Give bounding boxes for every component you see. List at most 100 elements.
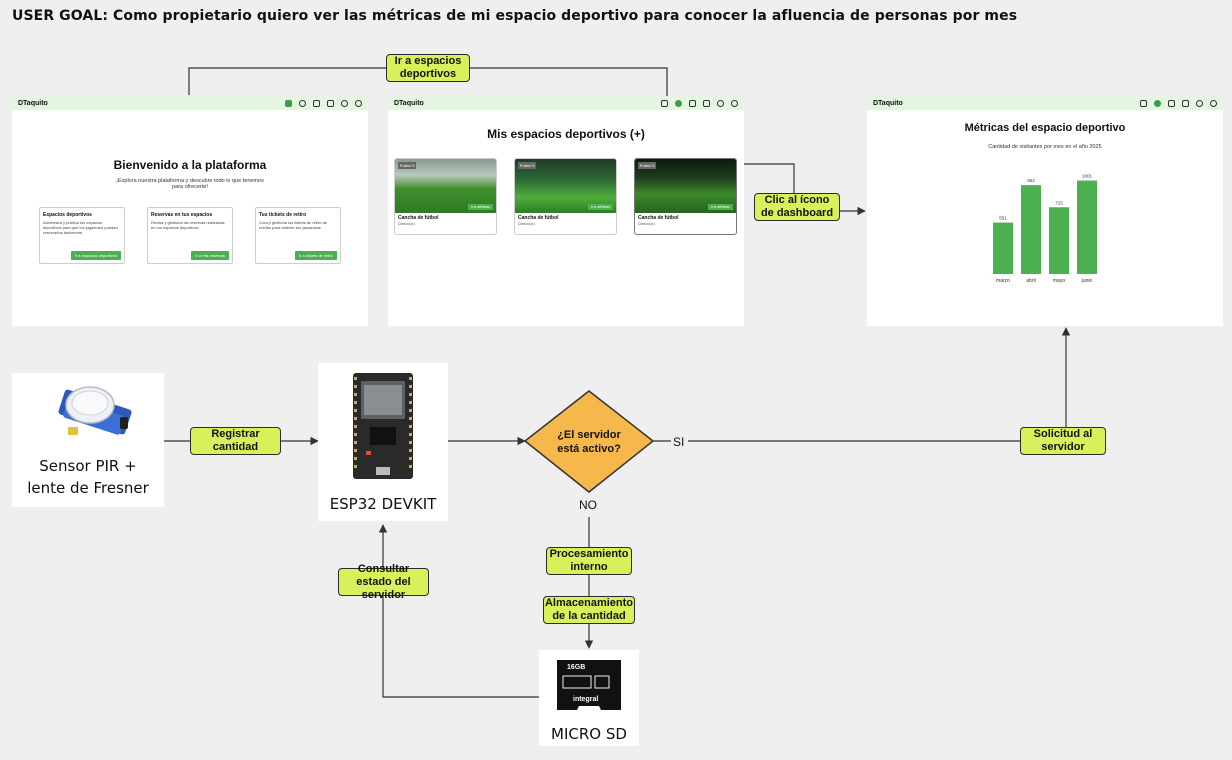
go-espacios-button[interactable]: Ir a espacios deportivos	[70, 251, 121, 260]
space-name: Cancha de fútbol	[518, 215, 559, 221]
chart-subtitle: Cantidad de visitantes por mes en el año…	[988, 144, 1102, 150]
field-photo: Futbol 5 Ir a métricas	[635, 159, 736, 213]
navbar: DTaquito	[12, 96, 368, 110]
bar-value-label: 952	[1027, 178, 1035, 183]
space-card[interactable]: Futbol 5 Ir a métricas Cancha de fútbol …	[514, 158, 617, 235]
go-reservas-button[interactable]: Ir a mis reservas	[191, 251, 229, 260]
card-desc: Revisa y gestiona las reservas realizada…	[151, 220, 225, 230]
calendar-icon[interactable]	[1168, 99, 1175, 107]
card-espacios: Espacios deportivos Administra y publica…	[39, 207, 125, 264]
go-tickets-button[interactable]: Ir a tickets de retiro	[294, 251, 337, 260]
decision-yes-label: SI	[673, 435, 685, 449]
card-title: Tus tickets de retiro	[259, 212, 307, 218]
space-name: Cancha de fútbol	[398, 215, 439, 221]
sd-capacity: 16GB	[567, 664, 586, 671]
home-icon[interactable]	[285, 99, 292, 107]
space-type-badge: Futbol 5	[398, 162, 417, 169]
ticket-icon[interactable]	[327, 99, 334, 107]
page-subtitle: ¡Explora nuestra plataforma y descubre t…	[116, 178, 264, 190]
space-address: Dirección	[638, 221, 655, 226]
space-card[interactable]: Futbol 5 Ir a métricas Cancha de fútbol …	[634, 158, 737, 235]
tag-clic-icono: Clic al ícono de dashboard	[754, 193, 840, 221]
brand-logo: DTaquito	[18, 99, 48, 107]
decision-no-label: NO	[579, 498, 597, 512]
home-icon[interactable]	[1140, 99, 1147, 107]
money-icon[interactable]	[717, 99, 724, 107]
decision-question: ¿El servidor está activo?	[557, 429, 621, 455]
ticket-icon[interactable]	[1182, 99, 1189, 107]
card-title: Espacios deportivos	[43, 212, 92, 218]
card-desc: Administra y publica tus espacios deport…	[43, 220, 118, 235]
bar-value-label: 715	[1055, 200, 1063, 205]
screen-home: DTaquito Bienvenido a la plataforma ¡Exp…	[12, 96, 368, 326]
pir-sensor-image	[58, 386, 132, 435]
tag-consultar: Consultar estado del servidor	[338, 563, 429, 601]
chart-title: Métricas del espacio deportivo	[964, 122, 1126, 134]
metrics-button[interactable]: Ir a métricas	[467, 204, 493, 210]
brand-logo: DTaquito	[873, 99, 903, 107]
calendar-icon[interactable]	[313, 99, 320, 107]
card-desc: Crea y gestiona los tickets de retiro de…	[259, 220, 328, 230]
category-label: abril	[1026, 278, 1035, 284]
calendar-icon[interactable]	[689, 99, 696, 107]
card-reservas: Reservas en tus espacios Revisa y gestio…	[147, 207, 233, 264]
bar-mayo	[1049, 207, 1069, 274]
space-address: Dirección	[518, 221, 535, 226]
metrics-button[interactable]: Ir a métricas	[707, 204, 733, 210]
tag-solicitud: Solicitud al servidor	[1020, 427, 1106, 455]
esp32-box: ESP32 DEVKIT	[318, 363, 448, 521]
bar-abril	[1021, 185, 1041, 274]
space-address: Dirección	[398, 221, 415, 226]
category-label: mayo	[1053, 278, 1065, 284]
tag-almacenamiento: Almacenamiento de la cantidad	[543, 596, 635, 624]
user-icon[interactable]	[355, 99, 362, 107]
card-tickets: Tus tickets de retiro Crea y gestiona lo…	[255, 207, 341, 264]
home-icon[interactable]	[661, 99, 668, 107]
money-icon[interactable]	[1196, 99, 1203, 107]
esp32-board-image	[353, 373, 413, 479]
field-photo: Futbol 5 Ir a métricas	[515, 159, 616, 213]
user-goal-title: USER GOAL: Como propietario quiero ver l…	[12, 8, 1018, 24]
bar-value-label: 551	[999, 216, 1007, 221]
visitors-bar-chart: 551 marzo 952 abril 715 mayo 1001 junio	[993, 174, 1097, 284]
field-photo: Futbol 5 Ir a métricas	[395, 159, 496, 213]
micro-sd-image	[557, 660, 621, 710]
sensor-pir-box: Sensor PIR + lente de Fresner	[12, 373, 164, 507]
money-icon[interactable]	[341, 99, 348, 107]
tag-registrar: Registrar cantidad	[190, 427, 281, 455]
connector-si-b	[688, 327, 1071, 442]
tag-ir-espacios: Ir a espacios deportivos	[386, 54, 470, 82]
category-label: junio	[1081, 278, 1093, 284]
page-title: Bienvenido a la plataforma	[113, 158, 267, 172]
space-name: Cancha de fútbol	[638, 215, 679, 221]
metrics-button[interactable]: Ir a métricas	[587, 204, 613, 210]
screen-spaces: DTaquito Mis espacios deportivos (+) Fut…	[388, 96, 744, 326]
user-icon[interactable]	[731, 99, 738, 107]
space-card[interactable]: Futbol 5 Ir a métricas Cancha de fútbol …	[394, 158, 497, 235]
brand-logo: DTaquito	[394, 99, 424, 107]
sd-brand: integral	[573, 696, 599, 703]
card-title: Reservas en tus espacios	[151, 212, 213, 218]
bar-marzo	[993, 222, 1013, 274]
space-type-badge: Futbol 5	[518, 162, 537, 169]
screen-metrics: DTaquito Métricas del espacio deportivo …	[867, 96, 1223, 326]
bar-junio	[1077, 180, 1097, 274]
field-icon[interactable]	[299, 99, 306, 107]
esp32-label: ESP32 DEVKIT	[329, 495, 437, 513]
connector-sd-esp32	[378, 524, 539, 698]
tag-procesamiento: Procesamiento interno	[546, 547, 632, 575]
navbar: DTaquito	[388, 96, 744, 110]
ticket-icon[interactable]	[703, 99, 710, 107]
category-label: marzo	[996, 278, 1010, 284]
sensor-label: Sensor PIR + lente de Fresner	[27, 457, 149, 497]
decision-diamond	[523, 390, 655, 493]
sd-box: 16GB integral MICRO SD	[539, 650, 639, 746]
sd-label: MICRO SD	[551, 725, 627, 743]
space-type-badge: Futbol 5	[638, 162, 657, 169]
field-icon[interactable]	[1154, 99, 1161, 107]
bar-value-label: 1001	[1082, 174, 1093, 179]
user-icon[interactable]	[1210, 99, 1217, 107]
navbar: DTaquito	[867, 96, 1223, 110]
page-title: Mis espacios deportivos (+)	[487, 127, 645, 141]
field-icon[interactable]	[675, 99, 682, 107]
